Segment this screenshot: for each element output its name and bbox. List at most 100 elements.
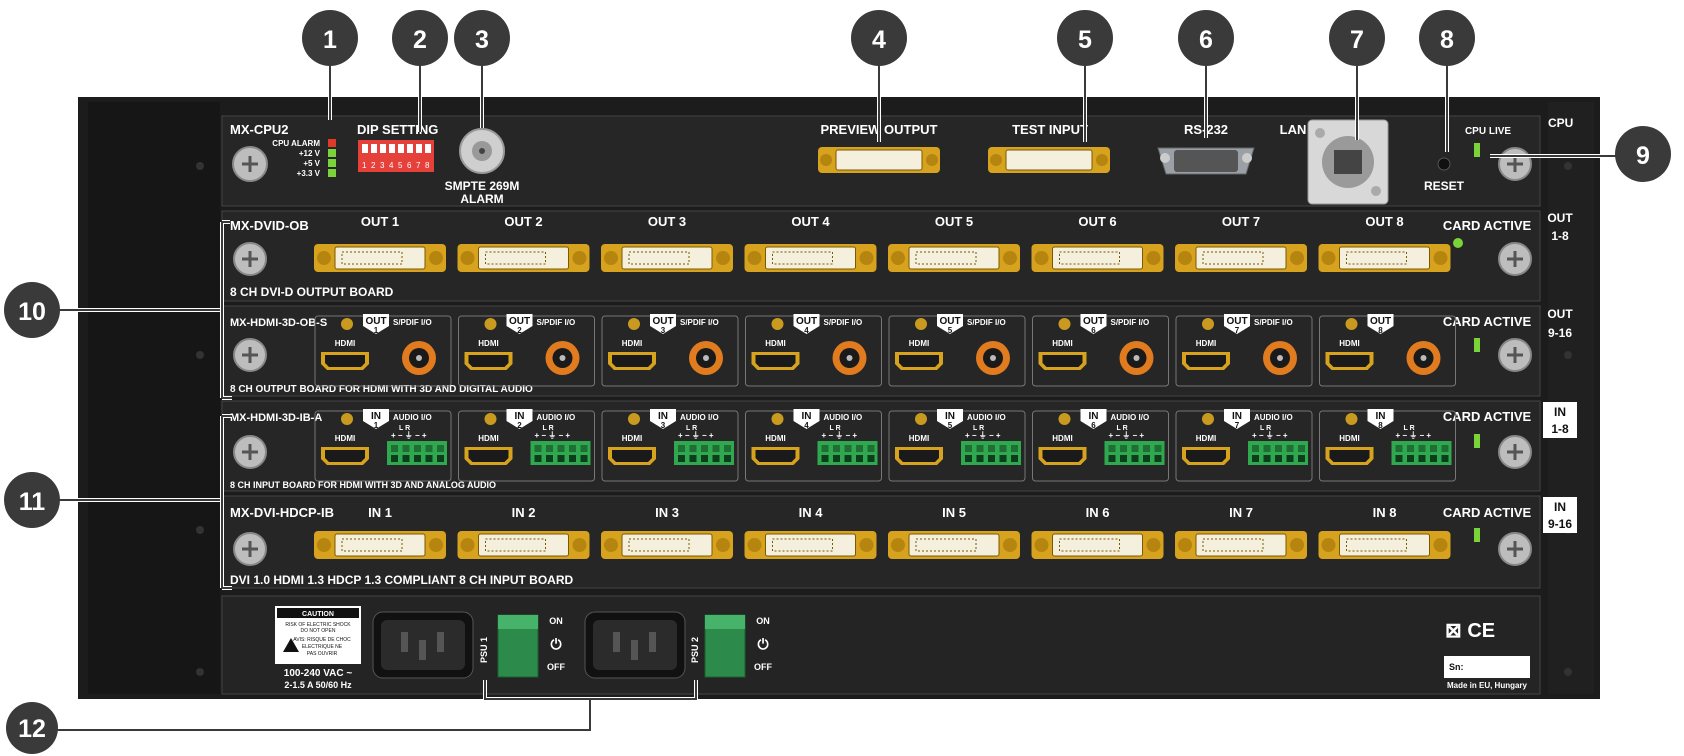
audio-polarity-label: + − ⏚ − + — [391, 431, 427, 440]
rs232-db9-connector — [1157, 147, 1255, 175]
mounting-hex-nut — [1345, 318, 1358, 330]
port-tag-word: IN — [1376, 411, 1386, 422]
board-model-label: MX-HDMI-3D-OB-S — [230, 317, 327, 329]
hdmi-label: HDMI — [909, 339, 929, 348]
dvi-port-label: IN 6 — [1086, 505, 1110, 520]
audio-io-label: S/PDIF I/O — [967, 318, 1006, 327]
port-tag — [363, 314, 389, 334]
cpu-model-label: MX-CPU2 — [230, 122, 289, 137]
dvi-port-label: IN 4 — [799, 505, 824, 520]
hdmi-label: HDMI — [765, 434, 785, 443]
5v-led — [328, 159, 336, 167]
audio-lr-label: L R — [1404, 425, 1415, 432]
smpte-alarm-label: ALARM — [460, 192, 503, 206]
dvi-connector — [1175, 244, 1307, 272]
hdmi-label: HDMI — [622, 434, 642, 443]
callout-10: 10 — [4, 282, 60, 338]
power-symbol-icon: ⏻ — [757, 636, 768, 652]
audio-lr-label: L R — [399, 425, 410, 432]
svg-text:6: 6 — [1199, 26, 1213, 54]
audio-lr-label: L R — [1260, 425, 1271, 432]
dvi-connector — [744, 244, 877, 272]
port-tag-word: IN — [802, 411, 812, 422]
card-active-label: CARD ACTIVE — [1443, 218, 1532, 233]
audio-io-label: AUDIO I/O — [393, 413, 432, 422]
mounting-hex-nut — [628, 318, 640, 330]
psu2-label: PSU 2 — [690, 637, 700, 663]
audio-lr-label: L R — [830, 425, 841, 432]
serial-number-plate — [1444, 656, 1530, 678]
mounting-hex-nut — [915, 413, 927, 425]
port-tag-word: IN — [1089, 411, 1099, 422]
svg-text:11: 11 — [19, 488, 46, 516]
audio-io-label: S/PDIF I/O — [680, 318, 719, 327]
hdmi-label: HDMI — [335, 434, 355, 443]
voltage-label-3v3: +3.3 V — [297, 169, 321, 178]
audio-polarity-label: + − ⏚ − + — [822, 431, 858, 440]
dvi-port-label: OUT 1 — [361, 214, 399, 229]
hdmi-label: HDMI — [1339, 339, 1359, 348]
mounting-hex-nut — [1058, 318, 1071, 330]
audio-io-label: AUDIO I/O — [967, 413, 1006, 422]
mounting-hex-nut — [484, 318, 497, 330]
card-active-label: CARD ACTIVE — [1443, 314, 1532, 329]
serial-number-label: Sn: — [1449, 662, 1464, 672]
12v-led — [328, 149, 336, 157]
port-tag — [363, 409, 389, 429]
board-description: 8 CH OUTPUT BOARD FOR HDMI WITH 3D AND D… — [230, 384, 533, 395]
audio-io-label: AUDIO I/O — [537, 413, 576, 422]
port-tag-word: OUT — [1370, 316, 1391, 327]
svg-text:7: 7 — [416, 161, 421, 170]
port-tag-number: 5 — [948, 326, 953, 335]
dvi-port-label: OUT 3 — [648, 214, 686, 229]
slot-label-line2: 9-16 — [1548, 517, 1572, 531]
board-description: 8 CH INPUT BOARD FOR HDMI WITH 3D AND AN… — [230, 480, 496, 490]
port-tag-number: 8 — [1378, 421, 1383, 430]
power-symbol-icon: ⏻ — [550, 636, 561, 652]
dvi-port-label: OUT 7 — [1222, 214, 1260, 229]
port-tag-number: 7 — [1235, 326, 1240, 335]
audio-polarity-label: + − ⏚ − + — [1396, 431, 1432, 440]
port-tag — [937, 409, 963, 429]
port-tag-number: 6 — [1091, 326, 1096, 335]
board-description: 8 CH DVI-D OUTPUT BOARD — [230, 285, 394, 299]
port-tag-word: OUT — [1226, 316, 1247, 327]
slot-label-line1: IN — [1554, 500, 1566, 514]
port-tag — [1224, 314, 1250, 334]
mounting-hex-nut — [1202, 318, 1214, 330]
lan-label: LAN — [1280, 122, 1307, 137]
port-tag-word: OUT — [652, 316, 673, 327]
callout-6: 6 — [1178, 10, 1234, 66]
port-tag-word: IN — [1232, 411, 1242, 422]
audio-lr-label: L R — [686, 425, 697, 432]
dvi-connector — [744, 531, 877, 559]
mounting-hex-nut — [1058, 413, 1071, 425]
dvi-port-label: IN 2 — [512, 505, 536, 520]
port-tag-word: OUT — [796, 316, 817, 327]
slot-label-line2: 1-8 — [1551, 229, 1569, 243]
mounting-hex-nut — [1202, 413, 1214, 425]
mounting-hex-nut — [771, 413, 784, 425]
port-tag-number: 8 — [1378, 326, 1383, 335]
dvi-connector — [457, 244, 590, 272]
hdmi-label: HDMI — [335, 339, 355, 348]
port-tag — [506, 409, 533, 429]
callout-11: 11 — [4, 472, 60, 528]
dvi-port-label: OUT 6 — [1078, 214, 1116, 229]
dvi-port-label: IN 8 — [1373, 505, 1397, 520]
hdmi-label: HDMI — [622, 339, 642, 348]
slot-label-line1: IN — [1554, 405, 1566, 419]
psu1-on-label: ON — [549, 616, 563, 626]
port-tag-word: IN — [945, 411, 955, 422]
dvi-connector — [1318, 244, 1451, 272]
svg-text:1: 1 — [362, 161, 367, 170]
dvi-connector — [1175, 531, 1307, 559]
dvi-port-label: IN 1 — [368, 505, 392, 520]
